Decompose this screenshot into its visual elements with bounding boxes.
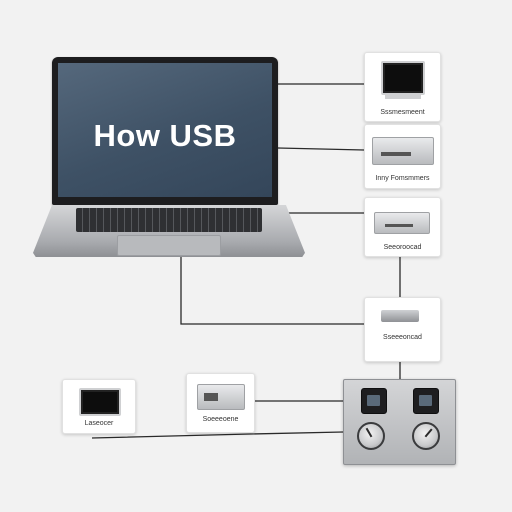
- device-label: Soeeeoene: [202, 416, 239, 423]
- screen-icon: [79, 388, 121, 416]
- wire-to-scanner: [277, 147, 365, 151]
- wire-hub-to-screen-device: [91, 431, 344, 439]
- dial-icon[interactable]: [412, 422, 440, 450]
- device-card-scanner[interactable]: Inny Fomsmmers: [364, 124, 441, 189]
- usb-port-icon[interactable]: [361, 388, 387, 414]
- diagram-title: How USB: [93, 118, 237, 153]
- usb-hub: [343, 379, 456, 465]
- monitor-stand: [385, 95, 421, 99]
- drive-icon: [381, 310, 419, 322]
- card-reader-icon: [197, 384, 245, 410]
- usb-port-icon[interactable]: [413, 388, 439, 414]
- device-label: Seeoroocad: [383, 244, 422, 251]
- device-card-reader[interactable]: Soeeeoene: [186, 373, 255, 433]
- laptop-keyboard: [76, 208, 262, 232]
- device-label: Inny Fomsmmers: [375, 175, 430, 182]
- printer-icon: [374, 212, 430, 234]
- monitor-icon: [381, 61, 425, 95]
- scanner-icon: [372, 137, 434, 165]
- laptop-trackpad: [117, 235, 221, 256]
- device-card-drive[interactable]: Sseeeoncad: [364, 297, 441, 362]
- device-label: Sssmesmeent: [380, 109, 425, 116]
- device-label: Sseeeoncad: [383, 334, 422, 341]
- device-label: Laseocer: [84, 420, 114, 427]
- device-card-printer[interactable]: Seeoroocad: [364, 197, 441, 257]
- laptop-screen: [58, 63, 272, 197]
- device-card-monitor[interactable]: Sssmesmeent: [364, 52, 441, 122]
- wire-laptop-to-drive: [180, 257, 364, 325]
- device-card-screen[interactable]: Laseocer: [62, 379, 136, 434]
- dial-icon[interactable]: [357, 422, 385, 450]
